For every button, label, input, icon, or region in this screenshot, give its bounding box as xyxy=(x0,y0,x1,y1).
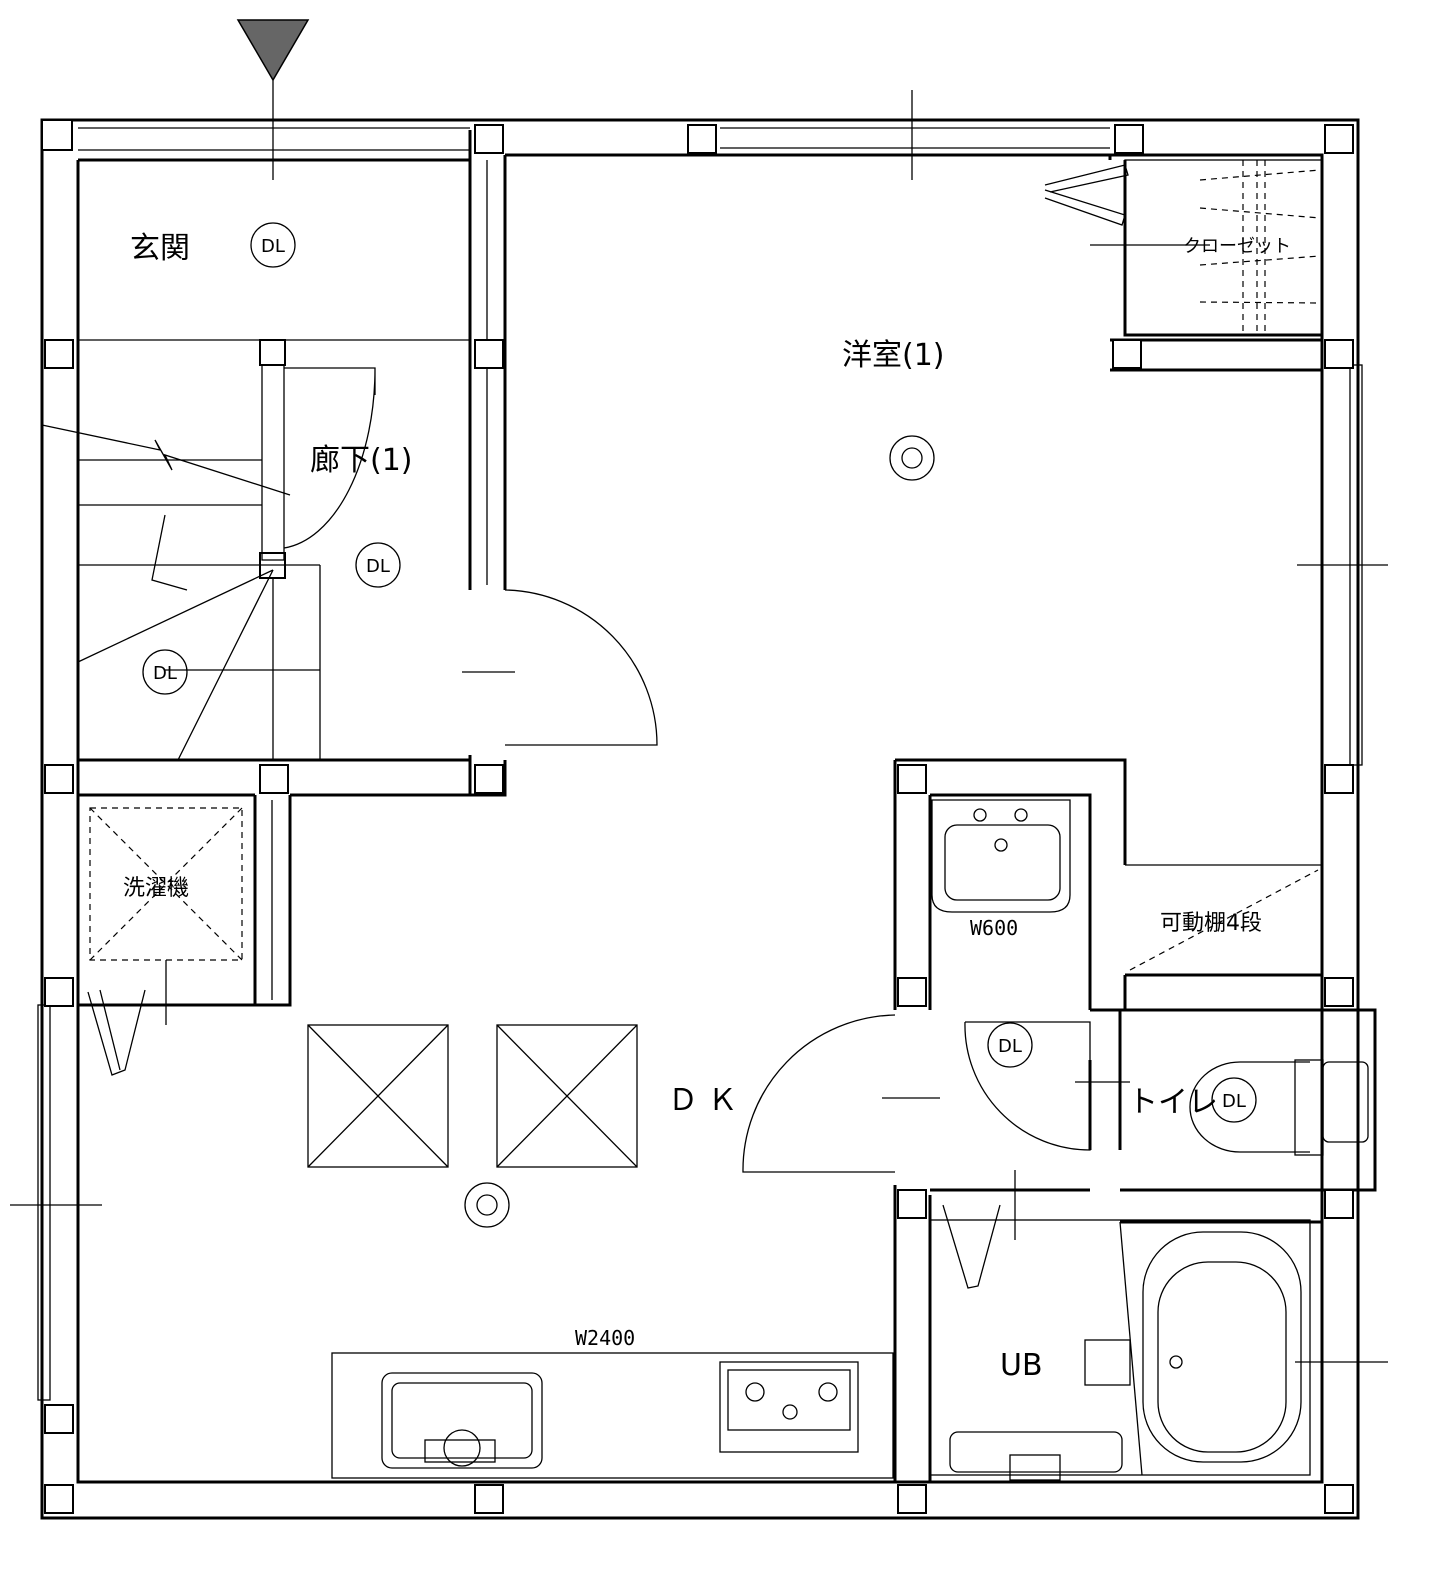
downlight-icon: DL xyxy=(250,222,296,268)
closet-shelving xyxy=(1199,160,1321,333)
kitchen-width: W2400 xyxy=(575,1326,635,1350)
svg-text:DL: DL xyxy=(1222,1091,1246,1112)
columns xyxy=(41,119,1354,1514)
svg-text:DL: DL xyxy=(153,663,177,684)
room-label-bath: UB xyxy=(1000,1348,1043,1383)
room-label-laundry: 洗濯機 xyxy=(123,876,189,901)
shelf-label: 可動棚4段 xyxy=(1160,911,1262,936)
svg-text:DL: DL xyxy=(261,236,285,257)
washing-machine-space xyxy=(89,807,243,1025)
doors xyxy=(87,164,1129,1289)
room-label-dk: Ｄ Ｋ xyxy=(668,1083,738,1118)
ceiling-light-icon xyxy=(464,1182,510,1228)
room-label-toilet: トイレ xyxy=(1128,1085,1218,1120)
floor-hatches xyxy=(307,1024,638,1168)
entrance-marker-icon xyxy=(236,19,310,82)
svg-text:DL: DL xyxy=(998,1036,1022,1057)
staircase xyxy=(41,339,470,761)
downlight-icon: DL xyxy=(142,649,188,695)
room-label-hallway: 廊下(1) xyxy=(310,443,413,478)
ceiling-light-icon xyxy=(889,435,935,481)
svg-text:DL: DL xyxy=(366,556,390,577)
bathtub xyxy=(949,1221,1302,1481)
walls xyxy=(37,118,1377,1520)
room-label-closet: クローゼット xyxy=(1183,236,1291,257)
window-center-marks xyxy=(10,244,1388,1363)
downlight-icon: DL xyxy=(1211,1077,1257,1123)
kitchen-counter xyxy=(331,1352,894,1479)
downlight-icon: DL xyxy=(355,542,401,588)
toilet-fixture xyxy=(1189,1059,1369,1156)
washbasin-width: W600 xyxy=(970,916,1018,940)
washbasin xyxy=(931,799,1071,913)
room-label-western-room: 洋室(1) xyxy=(842,338,945,373)
room-label-entrance: 玄関 xyxy=(130,231,190,266)
downlight-icon: DL xyxy=(987,1022,1033,1068)
